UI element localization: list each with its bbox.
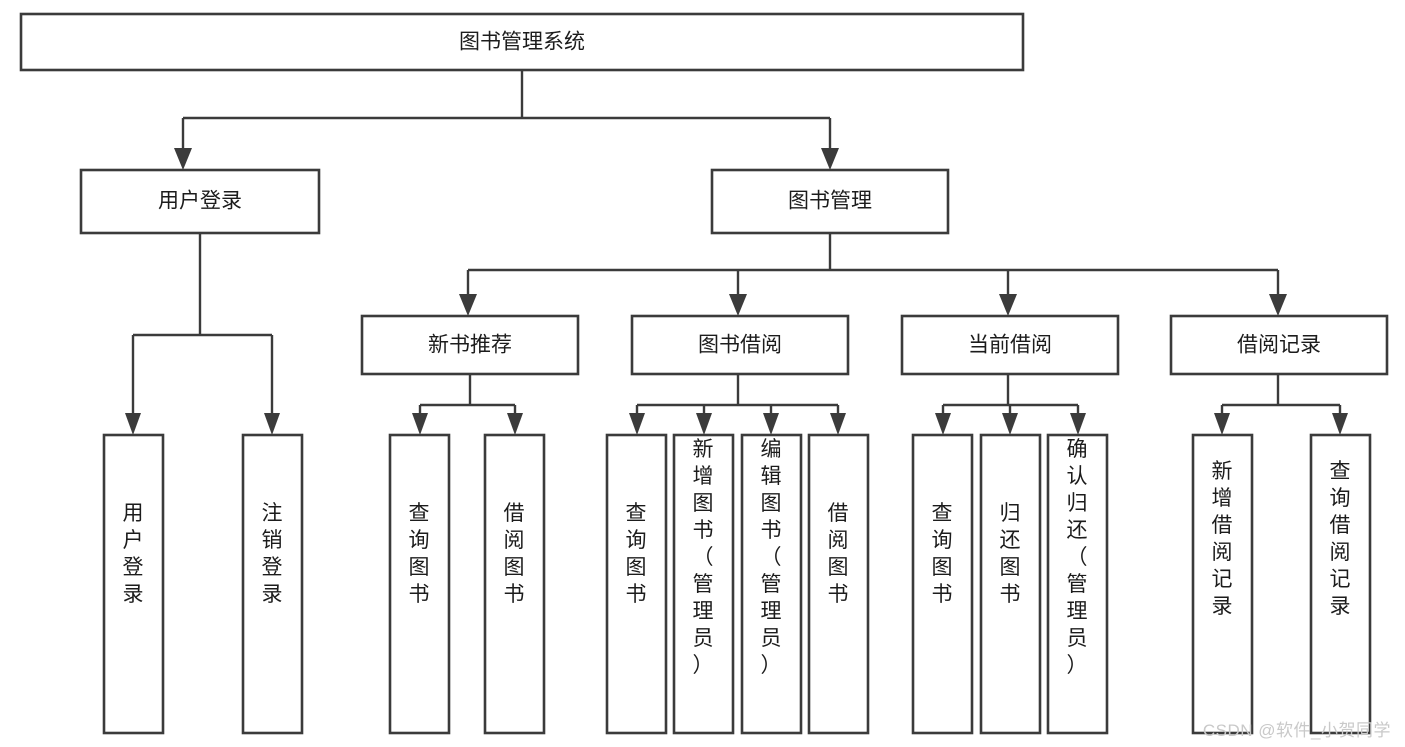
node-leaf-add-record-box[interactable] xyxy=(1191,433,1254,735)
node-root[interactable]: 图书管理系统 xyxy=(19,12,1025,72)
node-leaf-return-book[interactable]: 归还图书 xyxy=(979,433,1042,735)
arrowhead-book-manage xyxy=(821,148,839,170)
connector-group-new-book-recommend xyxy=(412,374,523,435)
node-current-borrow[interactable]: 当前借阅 xyxy=(900,314,1120,376)
arrowhead-current-borrow xyxy=(999,294,1017,316)
node-leaf-logout-login[interactable]: 注销登录 xyxy=(241,433,304,735)
connector-group-borrow-record xyxy=(1214,374,1348,435)
arrowhead-leaf-add-book xyxy=(696,413,712,435)
arrowhead-user-login xyxy=(174,148,192,170)
node-leaf-borrow-book-2[interactable]: 借阅图书 xyxy=(807,433,870,735)
arrowhead-leaf-user-login xyxy=(125,413,141,435)
node-leaf-edit-book-box[interactable] xyxy=(740,433,803,735)
arrowhead-leaf-borrow-book-2 xyxy=(830,413,846,435)
node-leaf-query-book-3-label: 查询图书 xyxy=(932,502,953,606)
node-leaf-user-login[interactable]: 用户登录 xyxy=(102,433,165,735)
node-leaf-logout-login-box[interactable] xyxy=(241,433,304,735)
node-borrow-record[interactable]: 借阅记录 xyxy=(1169,314,1389,376)
arrowhead-leaf-add-record xyxy=(1214,413,1230,435)
node-leaf-return-book-label: 归还图书 xyxy=(1000,502,1021,606)
node-leaf-borrow-book-1-label: 借阅图书 xyxy=(504,502,525,606)
node-leaf-confirm-return-label: 确认归还（管理员） xyxy=(1067,438,1088,677)
arrowhead-leaf-edit-book xyxy=(763,413,779,435)
arrowhead-new-book-recommend xyxy=(459,294,477,316)
node-leaf-add-book-box[interactable] xyxy=(672,433,735,735)
node-leaf-query-book-3[interactable]: 查询图书 xyxy=(911,433,974,735)
node-leaf-confirm-return-box[interactable] xyxy=(1046,433,1109,735)
node-leaf-add-record[interactable]: 新增借阅记录 xyxy=(1191,433,1254,735)
node-leaf-query-book-1-box[interactable] xyxy=(388,433,451,735)
arrowhead-leaf-return-book xyxy=(1002,413,1018,435)
node-leaf-query-book-3-box[interactable] xyxy=(911,433,974,735)
arrowhead-leaf-borrow-book-1 xyxy=(507,413,523,435)
node-leaf-edit-book-label: 编辑图书（管理员） xyxy=(761,438,782,677)
arrowhead-leaf-query-book-3 xyxy=(935,413,951,435)
connector-group-book-borrow xyxy=(629,374,846,435)
node-current-borrow-label: 当前借阅 xyxy=(968,334,1052,357)
node-leaf-query-record-box[interactable] xyxy=(1309,433,1372,735)
arrowhead-leaf-query-book-2 xyxy=(629,413,645,435)
arrowhead-leaf-query-record xyxy=(1332,413,1348,435)
node-leaf-borrow-book-1-box[interactable] xyxy=(483,433,546,735)
node-leaf-logout-login-label: 注销登录 xyxy=(262,502,283,606)
node-leaf-user-login-label: 用户登录 xyxy=(123,502,144,606)
node-leaf-add-record-label: 新增借阅记录 xyxy=(1212,460,1233,618)
node-leaf-query-book-1-label: 查询图书 xyxy=(409,502,430,606)
node-user-login-label: 用户登录 xyxy=(158,190,242,213)
node-leaf-query-book-2-box[interactable] xyxy=(605,433,668,735)
node-leaf-query-record[interactable]: 查询借阅记录 xyxy=(1309,433,1372,735)
node-user-login[interactable]: 用户登录 xyxy=(79,168,321,235)
arrowhead-leaf-query-book-1 xyxy=(412,413,428,435)
node-borrow-record-label: 借阅记录 xyxy=(1237,334,1321,357)
node-book-manage-label: 图书管理 xyxy=(788,190,872,213)
node-new-book-recommend-label: 新书推荐 xyxy=(428,334,512,357)
connector-group-current-borrow xyxy=(935,374,1086,435)
connector-group-book-manage xyxy=(459,233,1287,316)
connector-group-user-login xyxy=(125,233,280,435)
node-borrow-record-box[interactable] xyxy=(1169,314,1389,376)
node-book-borrow[interactable]: 图书借阅 xyxy=(630,314,850,376)
node-leaf-query-book-1[interactable]: 查询图书 xyxy=(388,433,451,735)
arrowhead-borrow-record xyxy=(1269,294,1287,316)
node-root-box[interactable] xyxy=(19,12,1025,72)
node-new-book-recommend[interactable]: 新书推荐 xyxy=(360,314,580,376)
node-book-borrow-box[interactable] xyxy=(630,314,850,376)
node-leaf-borrow-book-2-box[interactable] xyxy=(807,433,870,735)
node-new-book-recommend-box[interactable] xyxy=(360,314,580,376)
node-leaf-add-book-label: 新增图书（管理员） xyxy=(693,438,714,677)
node-leaf-edit-book[interactable]: 编辑图书（管理员） xyxy=(740,433,803,735)
node-leaf-query-record-label: 查询借阅记录 xyxy=(1330,460,1351,618)
node-leaf-borrow-book-2-label: 借阅图书 xyxy=(828,502,849,606)
node-book-manage[interactable]: 图书管理 xyxy=(710,168,950,235)
node-leaf-return-book-box[interactable] xyxy=(979,433,1042,735)
node-leaf-add-book[interactable]: 新增图书（管理员） xyxy=(672,433,735,735)
node-root-label: 图书管理系统 xyxy=(459,31,585,54)
node-leaf-user-login-box[interactable] xyxy=(102,433,165,735)
node-leaf-query-book-2[interactable]: 查询图书 xyxy=(605,433,668,735)
csdn-watermark: CSDN @软件_小贺同学 xyxy=(1202,721,1391,740)
node-user-login-box[interactable] xyxy=(79,168,321,235)
node-current-borrow-box[interactable] xyxy=(900,314,1120,376)
node-leaf-borrow-book-1[interactable]: 借阅图书 xyxy=(483,433,546,735)
connector-group-root xyxy=(174,70,839,170)
node-leaf-confirm-return[interactable]: 确认归还（管理员） xyxy=(1046,433,1109,735)
node-book-manage-box[interactable] xyxy=(710,168,950,235)
node-leaf-query-book-2-label: 查询图书 xyxy=(626,502,647,606)
arrowhead-book-borrow xyxy=(729,294,747,316)
node-book-borrow-label: 图书借阅 xyxy=(698,334,782,357)
arrowhead-leaf-confirm-return xyxy=(1070,413,1086,435)
arrowhead-leaf-logout-login xyxy=(264,413,280,435)
